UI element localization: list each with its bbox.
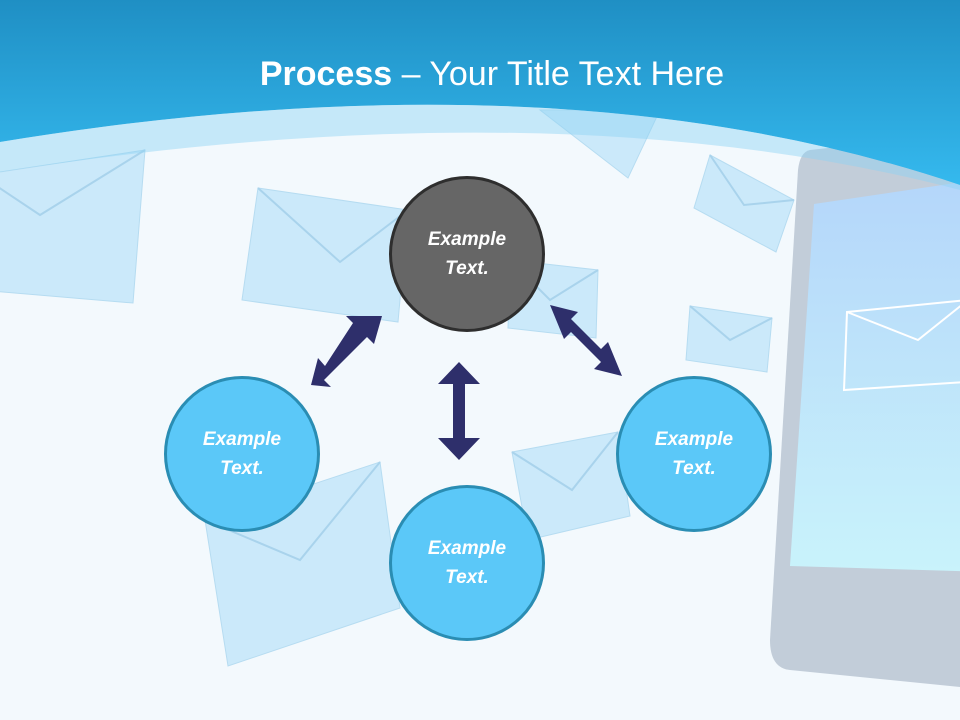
envelope-icon bbox=[685, 305, 773, 373]
slide-title: Process – Your Title Text Here bbox=[0, 52, 960, 96]
title-bold: Process bbox=[259, 55, 393, 93]
header-band bbox=[0, 0, 960, 185]
double-arrow-right bbox=[550, 305, 622, 376]
node-text-line2: Text. bbox=[445, 567, 489, 588]
node-text-line1: Example bbox=[202, 429, 282, 450]
process-node-top: Example Text. bbox=[389, 176, 545, 332]
envelope-icon bbox=[241, 187, 409, 323]
double-arrow-vertical bbox=[438, 362, 480, 460]
title-rest: – Your Title Text Here bbox=[392, 55, 725, 93]
header-band-glow bbox=[0, 104, 960, 190]
double-arrow-left bbox=[311, 316, 382, 387]
node-text-line2: Text. bbox=[445, 258, 489, 279]
smartphone-image bbox=[770, 133, 960, 687]
node-text-line1: Example bbox=[427, 229, 507, 250]
envelope-icon bbox=[693, 154, 795, 253]
node-text-line2: Text. bbox=[672, 458, 716, 479]
process-node-right: Example Text. bbox=[616, 376, 772, 532]
node-text-line1: Example bbox=[654, 429, 734, 450]
node-text-line1: Example bbox=[427, 538, 507, 559]
envelope-icon bbox=[0, 149, 146, 304]
envelope-icon bbox=[511, 431, 631, 541]
node-text-line2: Text. bbox=[220, 458, 264, 479]
process-node-bottom: Example Text. bbox=[389, 485, 545, 641]
process-node-left: Example Text. bbox=[164, 376, 320, 532]
